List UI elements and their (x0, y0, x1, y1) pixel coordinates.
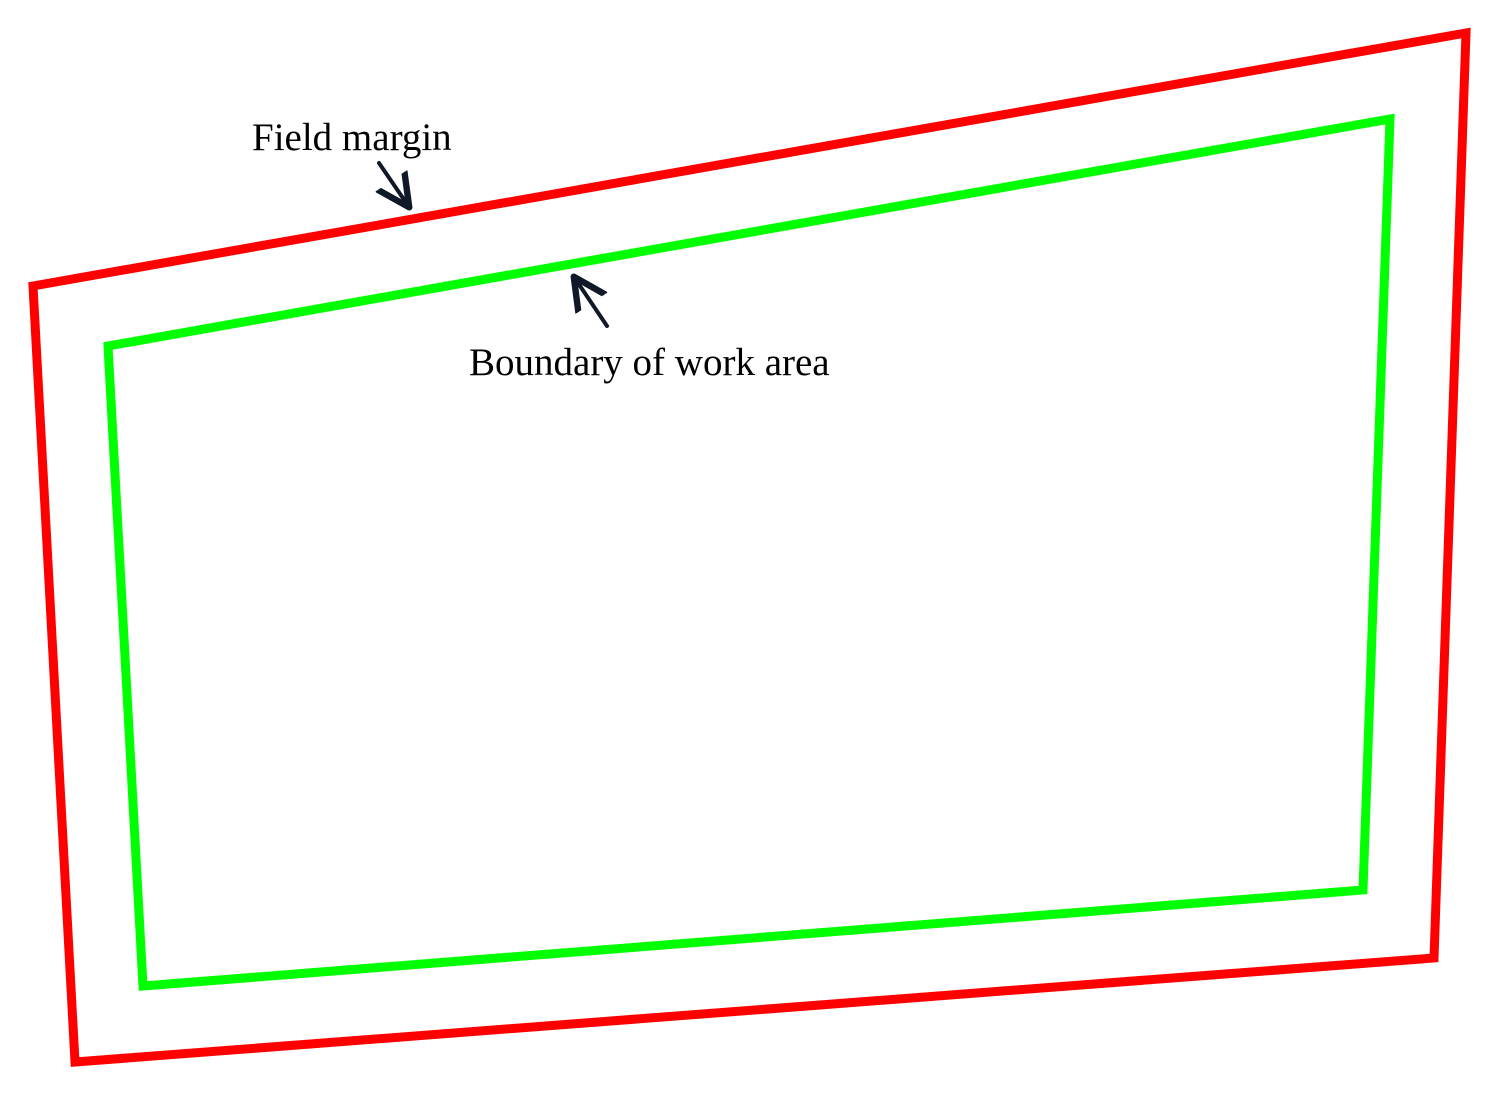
field-margin-label: Field margin (252, 116, 452, 159)
field-margin-arrow (379, 161, 407, 204)
field-margin-outline (28, 27, 1471, 1067)
work-area-boundary-label: Boundary of work area (469, 341, 830, 384)
work-area-boundary-outline (103, 113, 1395, 991)
work-area-arrow (576, 280, 609, 328)
